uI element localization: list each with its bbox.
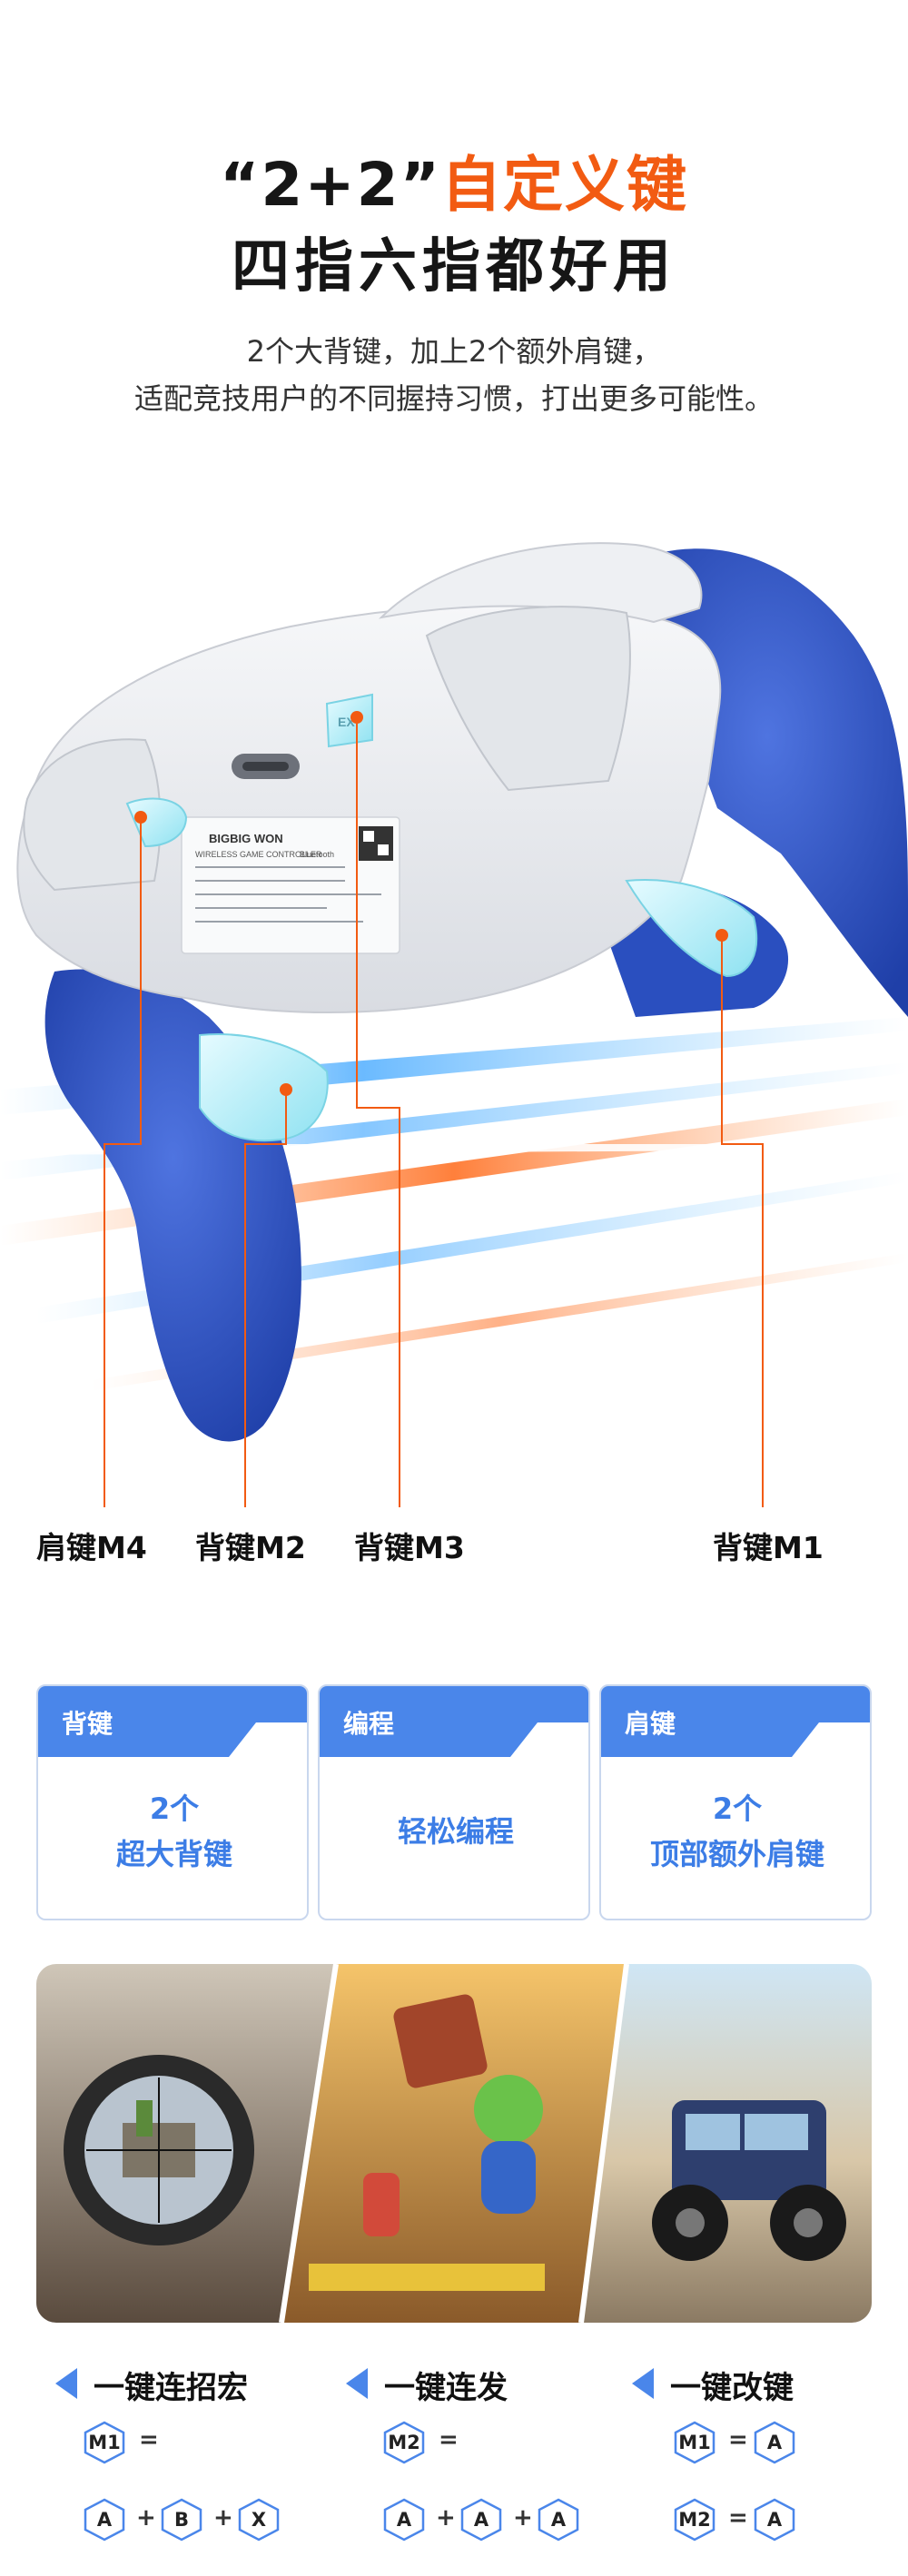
feature-card-programming: 编程 轻松编程 <box>318 1684 590 1920</box>
game-scenes-image <box>36 1964 872 2323</box>
key-label: A <box>766 2432 783 2453</box>
headline-subtitle: 四指六指都好用 <box>232 233 676 301</box>
macro-remap: 一键改键 M1 = A M2 = A <box>627 2361 899 2570</box>
headline-title: “2+2”自定义键 <box>0 136 908 223</box>
card-tab-label: 肩键 <box>625 1709 676 1739</box>
triangle-left-icon <box>55 2368 77 2399</box>
operator: + <box>436 2504 456 2532</box>
key-hex: X <box>236 2497 281 2542</box>
triangle-left-icon <box>632 2368 654 2399</box>
key-label: M1 <box>678 2432 711 2453</box>
key-hex: M2 <box>672 2497 717 2542</box>
card-body: 2个 顶部额外肩键 <box>601 1786 870 1877</box>
key-label: M2 <box>678 2509 711 2531</box>
triangle-left-icon <box>346 2368 368 2399</box>
key-hex: M1 <box>82 2420 127 2465</box>
paddles <box>125 797 758 1142</box>
headline-accent: 自定义键 <box>440 150 688 220</box>
card-tab-label: 编程 <box>343 1709 395 1739</box>
card-tab-shape <box>601 1686 870 1757</box>
callout-m3: 背键M3 <box>354 1530 465 1565</box>
card-tab-label: 背键 <box>62 1709 114 1739</box>
key-label: B <box>173 2509 189 2531</box>
callout-dots <box>134 711 728 1096</box>
feature-card-shoulder-buttons: 肩键 2个 顶部额外肩键 <box>599 1684 872 1920</box>
key-hex: A <box>536 2497 581 2542</box>
card-body: 轻松编程 <box>320 1809 588 1854</box>
label-model-text: WIRELESS GAME CONTROLLER <box>195 850 322 859</box>
controller-illustration: BIGBIG WON WIRELESS GAME CONTROLLER Blue… <box>0 542 908 1507</box>
macro-combo: 一键连招宏 M1 = A + B + X <box>50 2361 322 2570</box>
key-label: M1 <box>88 2432 121 2453</box>
key-hex: A <box>381 2497 427 2542</box>
key-label: A <box>550 2509 567 2531</box>
card-tab-shape <box>320 1686 588 1757</box>
key-hex: A <box>459 2497 504 2542</box>
card-tab-shape <box>38 1686 307 1757</box>
description-line-1: 2个大背键，加上2个额外肩键， <box>246 334 662 369</box>
key-label: A <box>396 2509 412 2531</box>
controller-shell: BIGBIG WON WIRELESS GAME CONTROLLER Blue… <box>16 542 722 1013</box>
callout-m1: 背键M1 <box>713 1530 824 1565</box>
card-line-2: 超大背键 <box>115 1837 232 1871</box>
key-hex: B <box>159 2497 204 2542</box>
card-body: 2个 超大背键 <box>38 1786 307 1877</box>
macro-title: 一键改键 <box>670 2370 794 2406</box>
macro-title: 一键连招宏 <box>94 2370 248 2406</box>
key-label: X <box>251 2509 267 2531</box>
operator: = <box>439 2426 459 2453</box>
card-line-1: 轻松编程 <box>397 1814 514 1849</box>
callout-m2: 背键M2 <box>195 1530 306 1565</box>
game-scenes-illustration <box>36 1964 872 2323</box>
description-line-2: 适配竞技用户的不同握持习惯，打出更多可能性。 <box>133 381 774 416</box>
operator: + <box>213 2504 233 2532</box>
key-label: A <box>766 2509 783 2531</box>
key-hex: M1 <box>672 2420 717 2465</box>
key-label: M2 <box>388 2432 420 2453</box>
key-hex: M2 <box>381 2420 427 2465</box>
operator: + <box>513 2504 533 2532</box>
label-bt-text: Bluetooth <box>300 850 334 859</box>
callout-lines <box>104 717 764 1507</box>
macro-title: 一键连发 <box>384 2370 508 2406</box>
operator: + <box>136 2504 156 2532</box>
card-line-1: 2个 <box>712 1791 763 1826</box>
card-line-1: 2个 <box>149 1791 200 1826</box>
key-hex: A <box>752 2420 797 2465</box>
callout-m4: 肩键M4 <box>36 1530 147 1565</box>
operator: = <box>728 2426 748 2453</box>
key-hex: A <box>752 2497 797 2542</box>
key-hex: A <box>82 2497 127 2542</box>
card-line-2: 顶部额外肩键 <box>649 1837 824 1871</box>
macro-turbo: 一键连发 M2 = A + A + A <box>340 2361 613 2570</box>
headline-quote: “2+2” <box>220 150 441 220</box>
operator: = <box>139 2426 159 2453</box>
label-brand-text: BIGBIG WON <box>209 832 283 845</box>
feature-card-back-buttons: 背键 2个 超大背键 <box>36 1684 309 1920</box>
key-label: A <box>96 2509 113 2531</box>
key-label: A <box>473 2509 489 2531</box>
operator: = <box>728 2504 748 2532</box>
controller-hero: BIGBIG WON WIRELESS GAME CONTROLLER Blue… <box>0 508 908 1598</box>
